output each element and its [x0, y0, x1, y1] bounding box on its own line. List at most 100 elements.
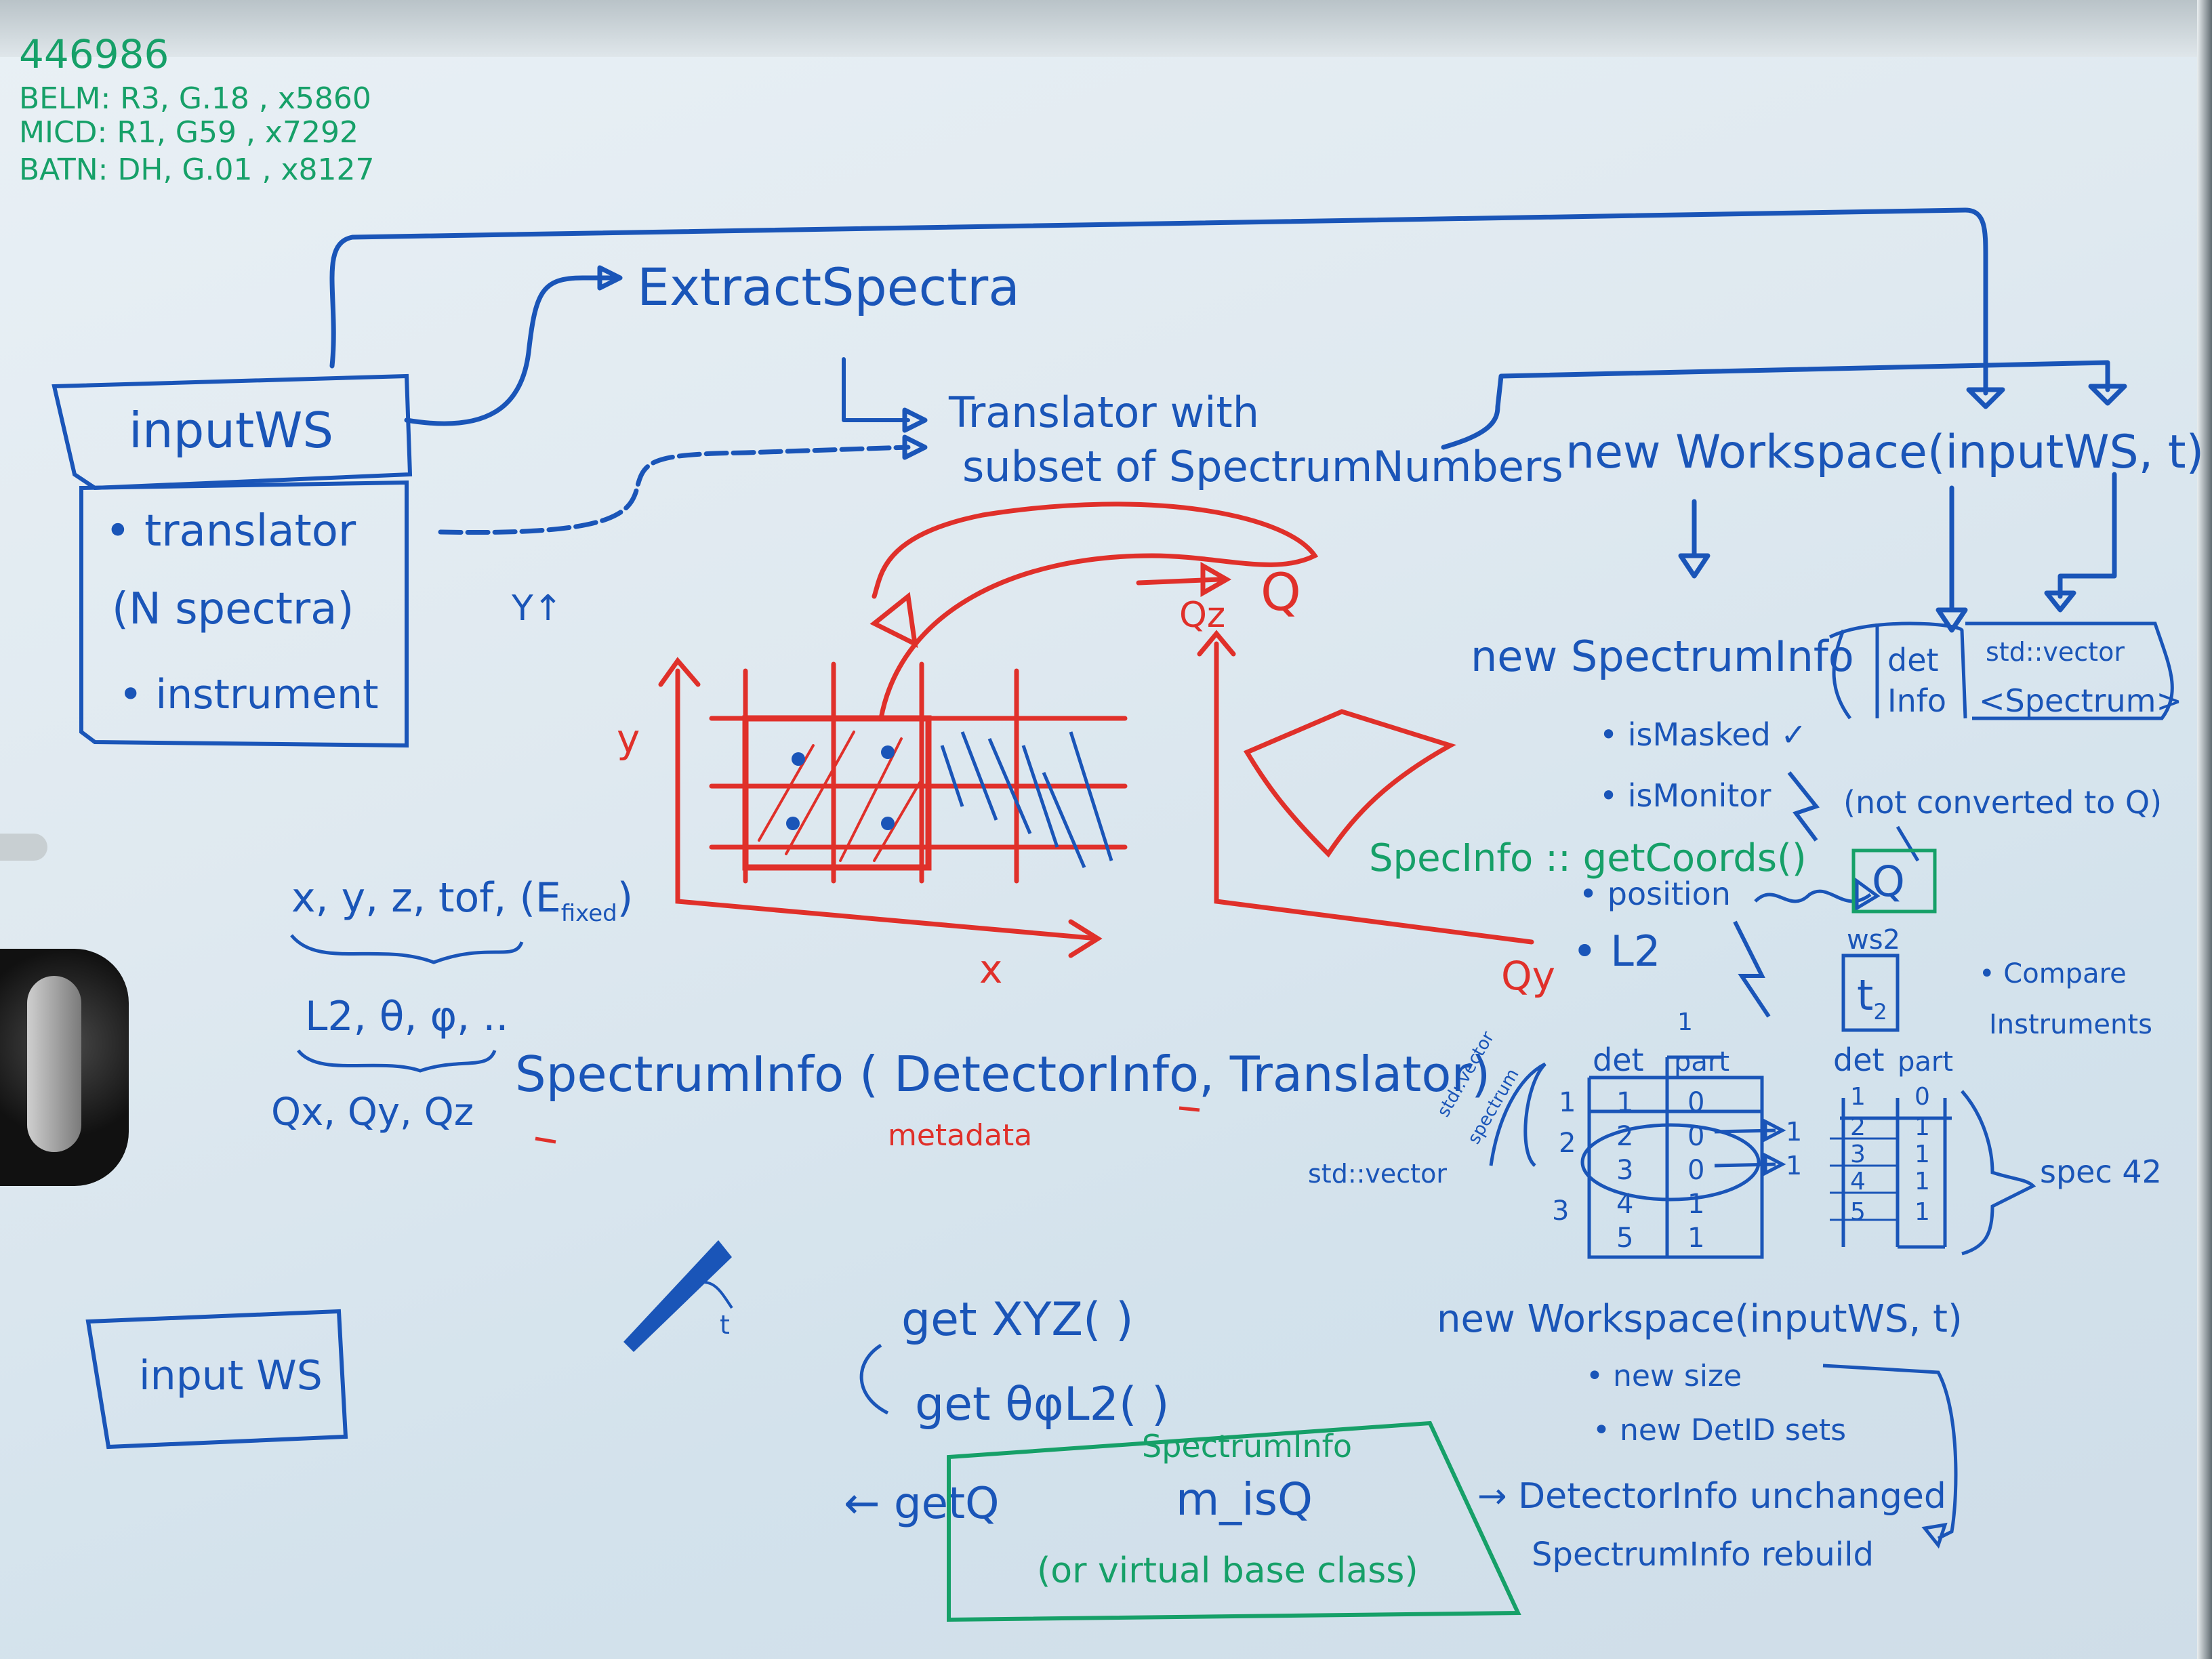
not-converted-note: (not converted to Q): [1843, 784, 2162, 821]
right-table-frame: [1841, 1098, 1947, 1249]
translator-line2: subset of SpectrumNumbers: [962, 442, 1563, 491]
header-note-line2: BELM: R3, G.18 , x5860: [19, 81, 371, 116]
get-coords-label: SpecInfo :: getCoords(): [1369, 836, 1807, 880]
compare-line1: • Compare: [1979, 958, 2127, 989]
top-connectors: [329, 207, 2127, 633]
green-trapezoid: [947, 1420, 1521, 1622]
virtual-base-class-label: (or virtual base class): [1037, 1551, 1418, 1591]
spec42-brace: [1961, 1090, 2036, 1256]
position-item: • position: [1579, 876, 1731, 912]
group-label-2: 2: [1559, 1128, 1576, 1159]
lightning-arrow: [1733, 920, 1771, 1018]
left-arrow-target-2: 1: [1786, 1151, 1802, 1181]
eraser-grip: [27, 976, 81, 1152]
grid-dot-2: [881, 745, 895, 759]
left-part-5: 1: [1687, 1223, 1704, 1254]
arrowhead-down-4: [1936, 607, 1968, 633]
left-arrow-target-1: 1: [1786, 1117, 1802, 1147]
board-magnet: [0, 834, 47, 861]
new-size-item: • new size: [1586, 1359, 1742, 1393]
header-note-line4: BATN: DH, G.01 , x8127: [19, 152, 374, 187]
left-part-2: 0: [1687, 1121, 1704, 1152]
std-vector-label-b: <Spectrum>: [1979, 682, 2182, 719]
right-table-head-det: det: [1833, 1042, 1885, 1078]
right-panel-lines: [1733, 621, 2174, 1032]
t2-box: [1841, 954, 1900, 1032]
plot-label-q: Q: [1261, 562, 1301, 622]
input-ws-title: inputWS: [129, 402, 333, 459]
t-brace: [684, 1280, 733, 1309]
plot-label-qz: Qz: [1179, 595, 1225, 636]
dashed-connector-to-translator: [438, 445, 911, 535]
connector-extract-to-translator: [842, 357, 910, 422]
input-ws-box-shapes: [52, 373, 413, 748]
arrowhead-right-translator-2: [902, 434, 928, 460]
left-table-arrowheads: [1763, 1118, 1786, 1176]
left-table-head-part: part: [1674, 1046, 1729, 1078]
rebuild-arrowhead: [1921, 1522, 1948, 1549]
header-notes: 446986 BELM: R3, G.18 , x5860 MICD: R1, …: [19, 31, 374, 187]
squiggle-to-q: [1754, 889, 1872, 903]
right-det-1: 1: [1850, 1083, 1866, 1111]
left-table-frame: [1587, 1055, 1764, 1259]
arrowhead-down-2: [2088, 384, 2127, 406]
left-part-3: 0: [1687, 1155, 1704, 1186]
arrowhead-down-3: [1678, 553, 1711, 579]
metadata-note: metadata: [888, 1118, 1032, 1153]
q-green-box: [1851, 848, 1937, 914]
right-det-4: 4: [1850, 1168, 1866, 1195]
header-note-line1: 446986: [19, 31, 169, 77]
grid-dots: [786, 745, 895, 830]
coords-line1-end: ): [617, 874, 633, 922]
q-box-label: Q: [1872, 857, 1905, 906]
left-table-group-oval: [1580, 1123, 1761, 1202]
left-table-det-col: 1 2 3 4 5: [1616, 1087, 1633, 1254]
right-det-2: 2: [1850, 1113, 1866, 1141]
spectrum-info-constructor: SpectrumInfo ( DetectorInfo, Translator): [515, 1046, 1490, 1103]
is-masked-item: • isMasked ✓: [1599, 716, 1807, 753]
red-curve-arrowhead: [869, 592, 918, 649]
red-tick-marks: [535, 1106, 1200, 1144]
right-part-1: 0: [1914, 1083, 1930, 1111]
red-hatching: [758, 731, 923, 862]
input-ws-bullet-instrument: • instrument: [119, 671, 379, 718]
rebuild-connector: [1822, 1364, 1958, 1540]
green-spectrum-info-label: SpectrumInfo: [1142, 1428, 1352, 1465]
lightning-arrow-2: [1787, 771, 1820, 842]
group-label-1: 1: [1559, 1087, 1576, 1118]
plot-label-y: y: [617, 716, 640, 762]
red-y-arrowhead: [658, 657, 701, 687]
red-highlight-cell-block: [742, 715, 932, 871]
left-det-2: 2: [1616, 1121, 1633, 1152]
marker-scribble: [623, 1240, 732, 1352]
connector-down-vector: [2057, 472, 2117, 599]
t2-subscript: 2: [1873, 999, 1887, 1025]
right-part-5: 1: [1914, 1198, 1930, 1226]
std-vector-label-a: std::vector: [1986, 637, 2125, 667]
t2-main: t: [1857, 970, 1873, 1020]
l2-item: • L2: [1572, 926, 1660, 976]
red-axes: [675, 668, 1101, 941]
is-monitor-item: • isMonitor: [1599, 777, 1771, 814]
whiteboard-frame-top: [0, 0, 2212, 57]
arrowhead-down-5: [2044, 590, 2076, 613]
arrowhead-right-translator-1: [902, 407, 928, 433]
input-ws-bullet-translator: • translator: [105, 506, 356, 556]
plot-label-x: x: [979, 946, 1002, 992]
grid-dot-1: [792, 752, 805, 766]
left-table-top-mark: 1: [1677, 1008, 1693, 1036]
long-connector-line: [329, 207, 1988, 396]
spec42-label: spec 42: [2040, 1153, 2162, 1190]
arrow-to-q-box: [1896, 825, 1920, 862]
y-arrow-label: Y↑: [511, 588, 562, 629]
det-info-label-b: Info: [1887, 682, 1946, 719]
new-det-id-item: • new DetID sets: [1593, 1413, 1846, 1448]
arrowhead-down-1: [1966, 387, 2005, 409]
red-q-arrowhead: [1200, 561, 1232, 598]
m-isq-label: m_isQ: [1176, 1473, 1313, 1525]
new-spectrum-info-label: new SpectrumInfo: [1471, 632, 1854, 681]
connector-to-extract: [404, 275, 619, 426]
detector-info-unchanged: → DetectorInfo unchanged: [1477, 1476, 1946, 1517]
grid-dot-3: [786, 817, 800, 830]
